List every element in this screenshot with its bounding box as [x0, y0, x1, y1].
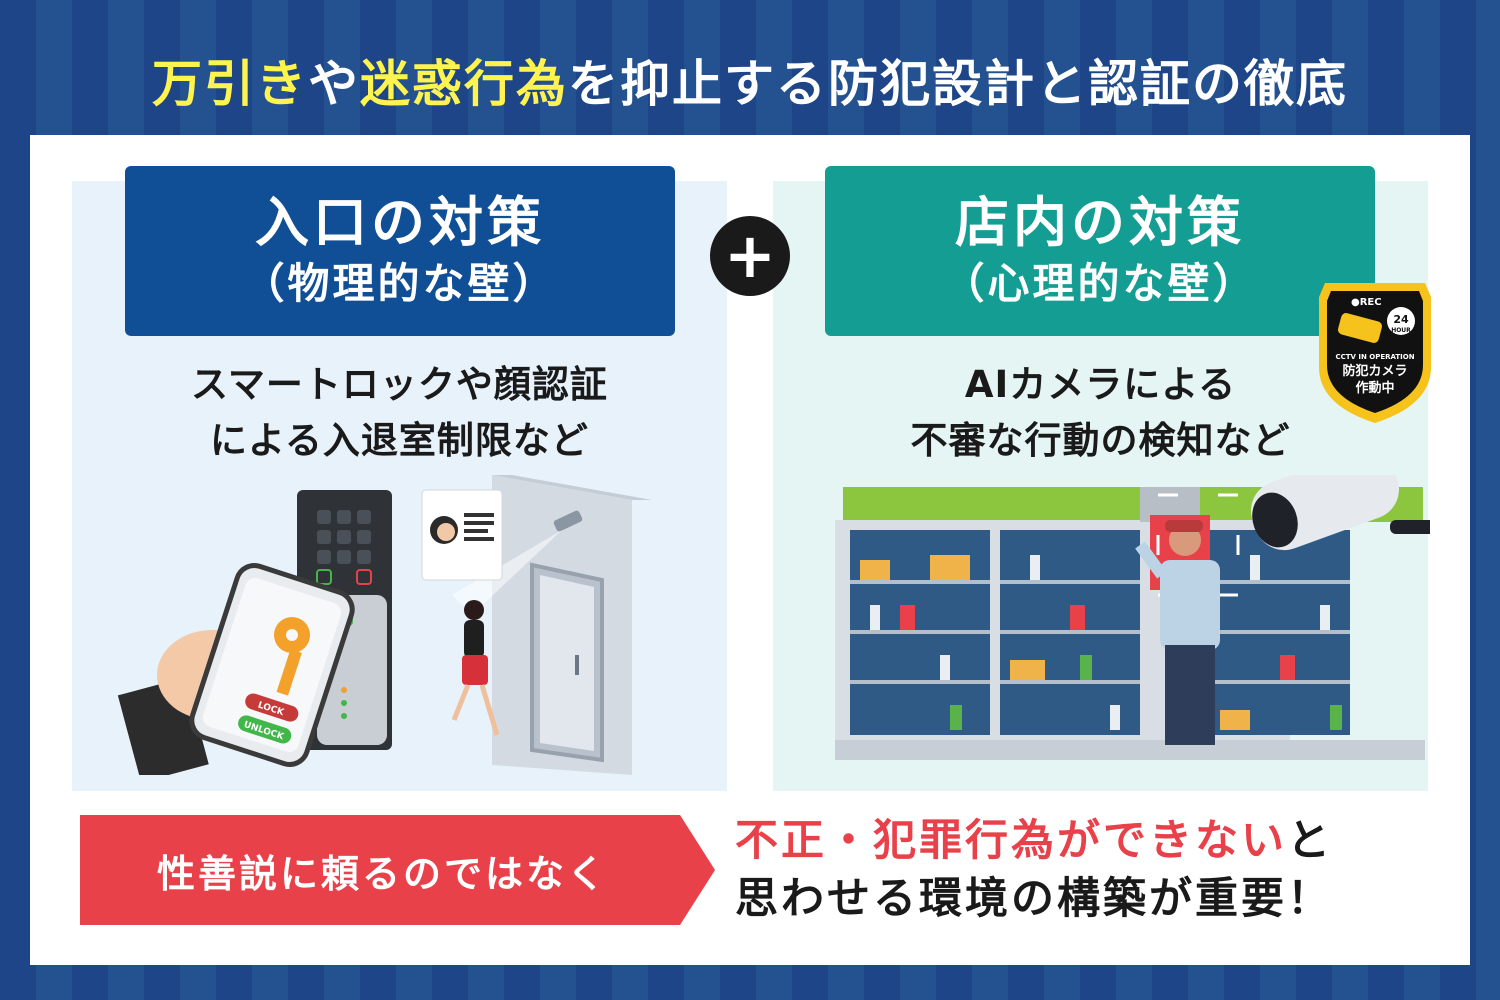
in-store-measures-heading: 店内の対策 （心理的な壁） [825, 166, 1375, 336]
smartphone-icon [189, 563, 355, 767]
entrance-desc-line2: による入退室制限など [210, 419, 589, 462]
key-icon [274, 617, 310, 696]
title-highlight-shoplifting: 万引き [152, 55, 308, 113]
in-store-desc-line2: 不審な行動の検知など [910, 419, 1291, 462]
woman-walking-icon [451, 600, 500, 736]
badge-line2: 作動中 [1355, 380, 1394, 396]
store-camera-illustration [835, 475, 1430, 760]
title-text-ya: や [308, 55, 360, 113]
arrow-shape-icon [80, 815, 715, 925]
content-panel: 入口の対策 （物理的な壁） + 店内の対策 （心理的な壁） スマートロックや顔認… [30, 135, 1470, 965]
conclusion-text: 不正・犯罪行為ができないと 思わせる環境の構築が重要！ [735, 812, 1455, 928]
conclusion-to: と [1287, 816, 1333, 866]
security-camera-icon [1251, 475, 1430, 551]
conclusion-line2: 思わせる環境の構築が重要！ [735, 874, 1333, 924]
page-title: 万引き や 迷惑行為 を抑止する防犯設計と認証の徹底 [0, 40, 1500, 120]
face-recognition-card-icon [421, 489, 503, 581]
plus-icon: + [710, 216, 790, 296]
conclusion-highlight: 不正・犯罪行為ができない [735, 816, 1287, 866]
wall-camera-icon [553, 510, 583, 532]
in-store-heading-subtitle: （心理的な壁） [942, 259, 1258, 308]
entrance-desc-line1: スマートロックや顔認証 [191, 363, 608, 406]
premise-banner-text: 性善説に頼るのではなく [156, 851, 608, 896]
badge-cctv-label: CCTV IN OPERATION [1335, 353, 1414, 361]
smart-lock-illustration: LOCK UNLOCK [117, 475, 652, 775]
badge-line1: 防犯カメラ [1342, 363, 1407, 379]
badge-rec-label: ●REC [1351, 297, 1382, 308]
entrance-heading-subtitle: （物理的な壁） [242, 259, 558, 308]
title-text-rest: を抑止する防犯設計と認証の徹底 [568, 55, 1348, 113]
title-highlight-nuisance: 迷惑行為 [360, 55, 568, 113]
in-store-description: AIカメラによる 不審な行動の検知など [773, 357, 1428, 469]
in-store-heading-title: 店内の対策 [955, 191, 1245, 254]
badge-24-label: 24 [1393, 313, 1409, 326]
cctv-badge-icon: ●REC 24 HOUR CCTV IN OPERATION 防犯カメラ 作動中 [1319, 283, 1431, 423]
badge-hour-label: HOUR [1391, 327, 1411, 334]
in-store-desc-line1: AIカメラによる [964, 363, 1237, 406]
suspicious-person-icon [1135, 520, 1220, 745]
premise-banner: 性善説に頼るのではなく [80, 815, 715, 925]
conclusion-line1: 不正・犯罪行為ができないと [735, 812, 1455, 870]
entrance-measures-heading: 入口の対策 （物理的な壁） [125, 166, 675, 336]
entrance-heading-title: 入口の対策 [255, 191, 545, 254]
entrance-description: スマートロックや顔認証 による入退室制限など [72, 357, 727, 469]
